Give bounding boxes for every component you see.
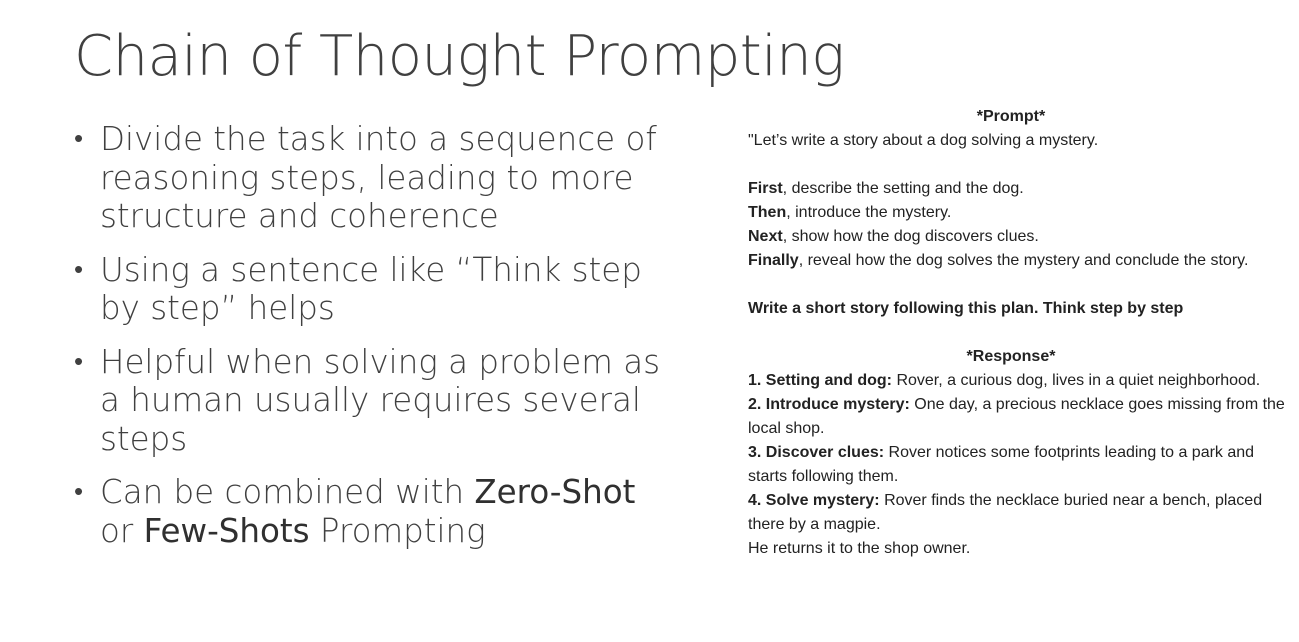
bullet-item: • Using a sentence like “Think step by s… — [74, 251, 674, 328]
prompt-instruction-text: Write a short story following this plan.… — [748, 300, 1184, 317]
spacer — [748, 321, 1288, 345]
bullet-dot-icon: • — [74, 124, 84, 154]
spacer — [748, 153, 1288, 177]
prompt-step-label: First — [748, 180, 783, 197]
response-item: 3. Discover clues: Rover notices some fo… — [748, 441, 1288, 489]
prompt-instruction: Write a short story following this plan.… — [748, 297, 1288, 321]
prompt-step: Next, show how the dog discovers clues. — [748, 225, 1288, 249]
bullet-text: Divide the task into a sequence of reaso… — [100, 120, 657, 235]
example-panel: *Prompt* "Let’s write a story about a do… — [748, 105, 1288, 561]
bullet-text: Helpful when solving a problem as a huma… — [100, 342, 661, 458]
prompt-step-text: , show how the dog discovers clues. — [782, 228, 1039, 245]
prompt-step-label: Then — [748, 204, 787, 221]
response-item: 1. Setting and dog: Rover, a curious dog… — [748, 369, 1288, 393]
response-item-text: One day, a precious necklace goes missin… — [748, 396, 1285, 437]
response-item-text: Rover, a curious dog, lives in a quiet n… — [892, 372, 1261, 389]
response-item-label: 1. Setting and dog: — [748, 372, 892, 389]
prompt-step-label: Next — [748, 228, 783, 245]
few-shots-term: Few-Shots — [143, 511, 310, 550]
response-item-label: 2. Introduce mystery: — [748, 396, 910, 413]
bullet-dot-icon: • — [74, 477, 84, 507]
prompt-step-text: , describe the setting and the dog. — [782, 180, 1024, 197]
prompt-step: Finally, reveal how the dog solves the m… — [748, 249, 1288, 273]
response-item: 4. Solve mystery: Rover finds the neckla… — [748, 489, 1288, 537]
bullet-text-prefix: Can be combined with — [100, 473, 475, 511]
bullet-dot-icon: • — [74, 254, 84, 285]
bullet-item: • Divide the task into a sequence of rea… — [74, 120, 674, 236]
bullet-dot-icon: • — [74, 346, 84, 377]
response-closing: He returns it to the shop owner. — [748, 540, 971, 557]
prompt-step-text: , introduce the mystery. — [786, 204, 952, 221]
response-item: 2. Introduce mystery: One day, a preciou… — [748, 393, 1288, 441]
response-item-text: Rover notices some footprints leading to… — [748, 444, 1255, 485]
prompt-step: Then, introduce the mystery. — [748, 201, 1288, 225]
bullet-text-suffix: Prompting — [309, 511, 486, 550]
response-heading: *Response* — [966, 348, 1056, 365]
spacer — [748, 273, 1288, 297]
bullet-list: • Divide the task into a sequence of rea… — [74, 120, 674, 565]
zero-shot-term: Zero-Shot — [474, 473, 636, 511]
bullet-item: • Helpful when solving a problem as a hu… — [74, 343, 674, 459]
bullet-text-middle: or — [100, 511, 144, 550]
prompt-step: First, describe the setting and the dog. — [748, 177, 1288, 201]
prompt-heading: *Prompt* — [976, 108, 1046, 125]
bullet-item: • Can be combined with Zero-Shot or Few-… — [74, 473, 674, 550]
slide-title: Chain of Thought Prompting — [74, 24, 845, 89]
prompt-step-text: , reveal how the dog solves the mystery … — [798, 252, 1249, 269]
response-item-label: 4. Solve mystery: — [748, 492, 880, 509]
response-item-label: 3. Discover clues: — [748, 444, 885, 461]
response-item-text: Rover finds the necklace buried near a b… — [748, 492, 1263, 533]
prompt-intro: "Let’s write a story about a dog solving… — [748, 132, 1099, 149]
prompt-step-label: Finally — [748, 252, 799, 269]
bullet-text: Using a sentence like “Think step by ste… — [100, 250, 642, 328]
